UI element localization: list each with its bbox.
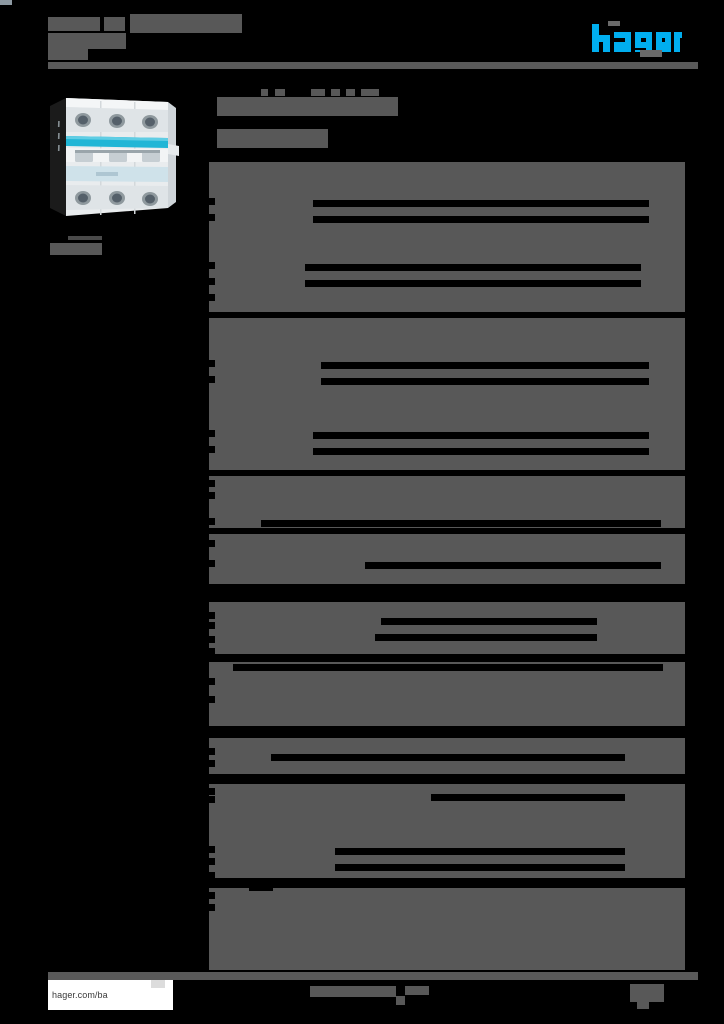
header-title-fragment [48,17,100,31]
page-footer: hager.com/ba [0,972,724,1024]
spec-value-redaction [321,362,649,369]
logo-underline [640,50,662,57]
footer-center-redaction [396,996,405,1005]
spec-row-marker [205,846,215,853]
page-header [0,0,724,80]
page-title [217,97,398,116]
heading-tick [361,89,379,96]
spec-value-redaction [313,216,649,223]
footer-center-redaction [310,986,396,997]
spec-row-marker [205,904,215,911]
spec-value-redaction [305,280,641,287]
spec-row-marker [205,214,215,221]
footer-page-number [630,984,664,1002]
logo-top-mark [608,21,620,26]
spec-row-marker [205,480,215,487]
heading-tick [261,89,268,96]
spec-row-marker [205,622,215,629]
spec-row-marker [205,360,215,367]
spec-value-redaction [431,794,625,801]
spec-group [209,476,685,528]
spec-value-redaction [249,884,273,891]
spec-value-redaction [313,448,649,455]
product-caption [50,243,102,255]
spec-row-marker [205,278,215,285]
header-divider-marker [0,0,12,5]
heading-tick [275,89,285,96]
spec-value-redaction [365,562,661,569]
spec-row-marker [205,648,215,655]
product-caption-mark [68,236,102,240]
heading-tick [311,89,325,96]
main-content [205,0,685,1024]
spec-row-marker [205,492,215,499]
header-subtitle-fragment [48,33,126,49]
spec-value-redaction [271,754,625,761]
spec-value-redaction [261,520,661,527]
spec-row-marker [205,696,215,703]
spec-row-marker [205,612,215,619]
spec-value-redaction [335,848,625,855]
spec-value-redaction [335,864,625,871]
footer-url-highlight [151,980,165,988]
spec-row-marker [205,446,215,453]
spec-value-redaction [375,634,597,641]
product-photo [48,88,180,228]
footer-center-redaction [405,986,429,995]
spec-group [209,602,685,654]
spec-row-marker [205,560,215,567]
spec-row-marker [205,294,215,301]
spec-row-marker [205,748,215,755]
spec-row-marker [205,796,215,803]
spec-group [209,888,685,970]
spec-value-redaction [313,200,649,207]
spec-row-marker [205,858,215,865]
spec-group [209,534,685,584]
spec-row-marker [205,518,215,525]
spec-value-redaction [381,618,597,625]
spec-row-marker [205,892,215,899]
spec-value-redaction [313,432,649,439]
header-title-fragment [130,14,242,33]
spec-group [209,162,685,312]
spec-row-marker [205,678,215,685]
header-subtitle-fragment [48,49,88,60]
page-subtitle [217,129,328,148]
hager-logo[interactable] [592,24,682,52]
spec-row-marker [205,430,215,437]
header-title-fragment [104,17,125,31]
spec-row-marker [205,636,215,643]
spec-value-redaction [321,378,649,385]
spec-value-redaction [305,264,641,271]
spec-row-marker [205,262,215,269]
header-divider [48,62,698,69]
spec-row-marker [205,376,215,383]
spec-group [209,662,685,726]
spec-group [209,318,685,470]
spec-row-marker [205,198,215,205]
heading-tick [331,89,340,96]
spec-row-marker [205,872,215,879]
spec-row-marker [205,540,215,547]
footer-divider [48,972,698,980]
spec-row-marker [205,760,215,767]
spec-row-marker [205,788,215,795]
spec-value-redaction [233,664,663,671]
heading-tick [346,89,355,96]
footer-page-number-sub [637,1002,649,1009]
